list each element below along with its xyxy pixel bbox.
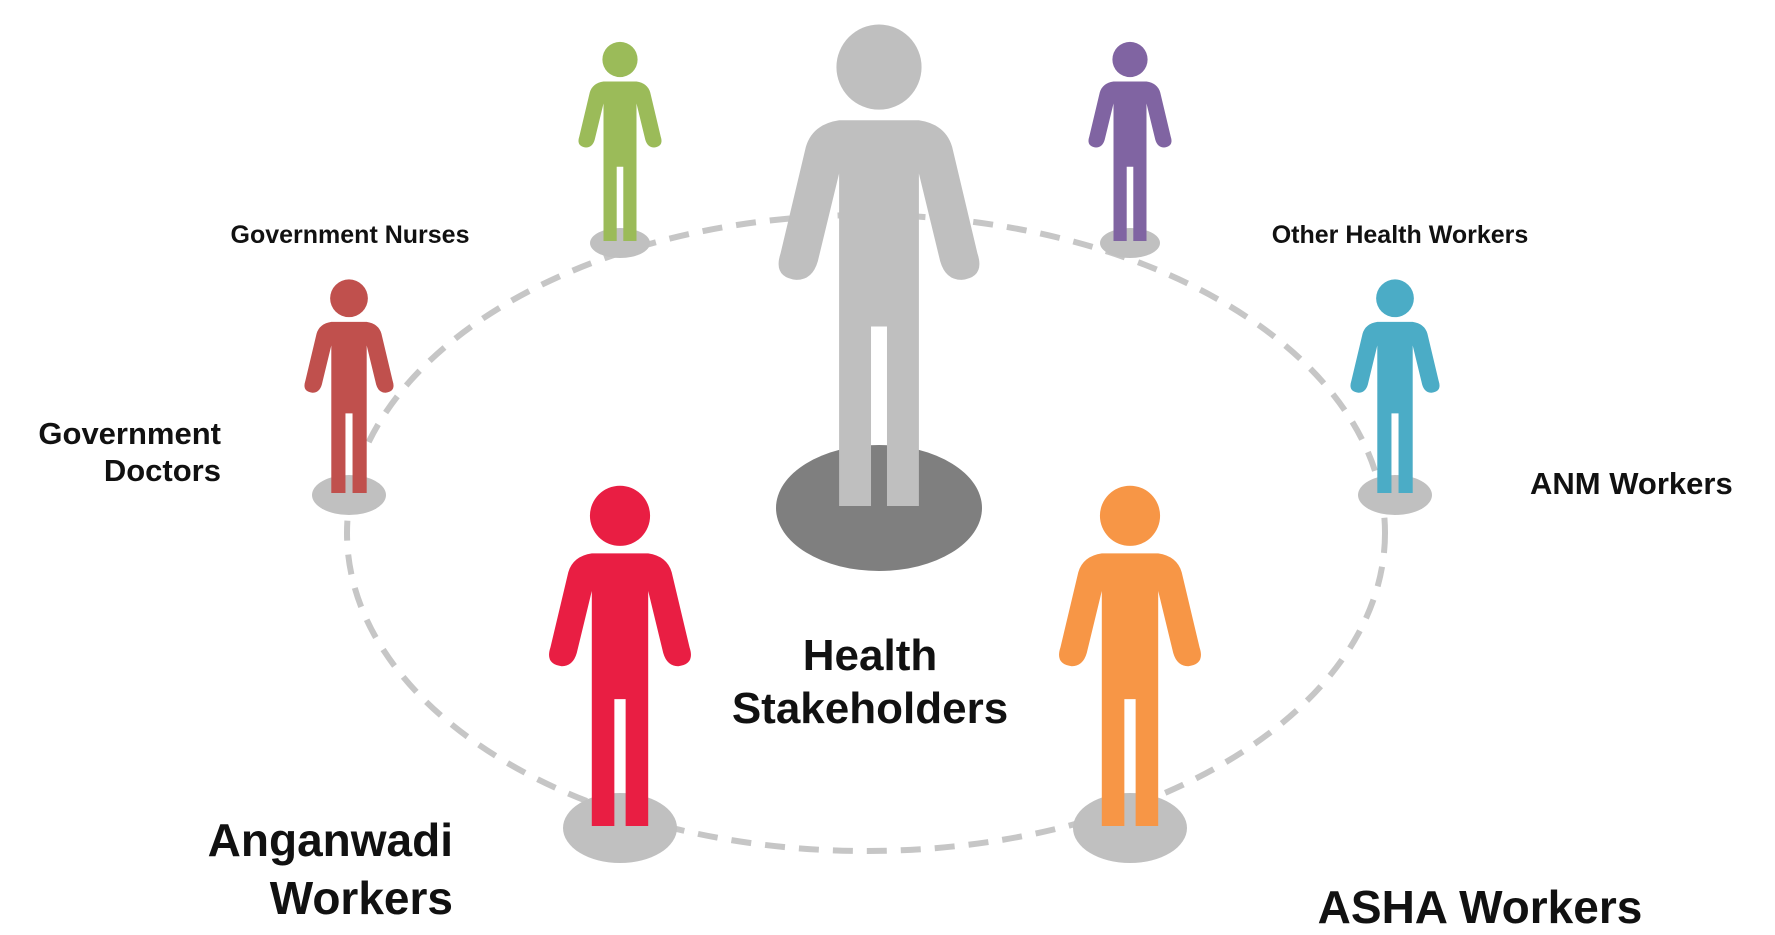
figure-government-nurses-head bbox=[602, 41, 638, 78]
label-government-doctors: Government Doctors bbox=[0, 415, 221, 489]
figure-anm-workers-pedestal bbox=[1358, 475, 1432, 515]
center-figure-pedestal bbox=[776, 445, 982, 571]
figure-asha-workers-head bbox=[1099, 485, 1161, 546]
center-label: Health Stakeholders bbox=[700, 630, 1040, 736]
label-government-doctors-line1: Government bbox=[38, 416, 221, 451]
figure-anganwadi-workers bbox=[549, 485, 691, 863]
label-anm-workers: ANM Workers bbox=[1530, 465, 1775, 502]
figure-other-health-workers-pedestal bbox=[1100, 228, 1160, 258]
figure-government-nurses bbox=[578, 41, 662, 258]
connection-ring bbox=[344, 212, 1388, 854]
label-anm-workers-text: ANM Workers bbox=[1530, 466, 1733, 501]
center-figure-head bbox=[836, 24, 922, 110]
label-other-health-workers: Other Health Workers bbox=[1235, 220, 1565, 250]
figure-anganwadi-workers-person-icon bbox=[549, 553, 691, 826]
figure-government-doctors-head bbox=[330, 279, 368, 318]
label-asha-workers-text: ASHA Workers bbox=[1317, 881, 1643, 933]
label-anganwadi-workers-line2: Workers bbox=[269, 871, 453, 924]
center-label-line1: Health bbox=[802, 631, 938, 680]
label-government-nurses: Government Nurses bbox=[200, 220, 500, 250]
label-anganwadi-workers: Anganwadi Workers bbox=[100, 812, 453, 927]
label-government-nurses-text: Government Nurses bbox=[230, 221, 470, 249]
figure-government-nurses-pedestal bbox=[590, 228, 650, 258]
figure-anm-workers-head bbox=[1376, 279, 1414, 318]
figure-other-health-workers-person-icon bbox=[1088, 81, 1172, 241]
figure-government-doctors-pedestal bbox=[312, 475, 386, 515]
label-other-health-workers-text: Other Health Workers bbox=[1271, 221, 1529, 249]
figures-layer bbox=[304, 24, 1440, 863]
figure-anganwadi-workers-pedestal bbox=[563, 793, 677, 863]
figure-asha-workers-person-icon bbox=[1059, 553, 1201, 826]
label-government-doctors-line2: Doctors bbox=[103, 453, 221, 489]
figure-government-doctors-person-icon bbox=[304, 321, 394, 493]
center-figure-person-icon bbox=[778, 120, 980, 506]
figure-government-doctors bbox=[304, 279, 394, 515]
figure-anm-workers bbox=[1350, 279, 1440, 515]
center-label-line2: Stakeholders bbox=[731, 683, 1009, 733]
figure-asha-workers-pedestal bbox=[1073, 793, 1187, 863]
figure-other-health-workers-head bbox=[1112, 41, 1148, 78]
label-asha-workers: ASHA Workers bbox=[1280, 880, 1680, 935]
figure-asha-workers bbox=[1059, 485, 1201, 863]
label-anganwadi-workers-line1: Anganwadi bbox=[207, 814, 453, 866]
center-figure bbox=[776, 24, 982, 571]
figure-anm-workers-person-icon bbox=[1350, 321, 1440, 493]
figure-anganwadi-workers-head bbox=[589, 485, 651, 546]
figure-government-nurses-person-icon bbox=[578, 81, 662, 241]
figure-other-health-workers bbox=[1088, 41, 1172, 258]
